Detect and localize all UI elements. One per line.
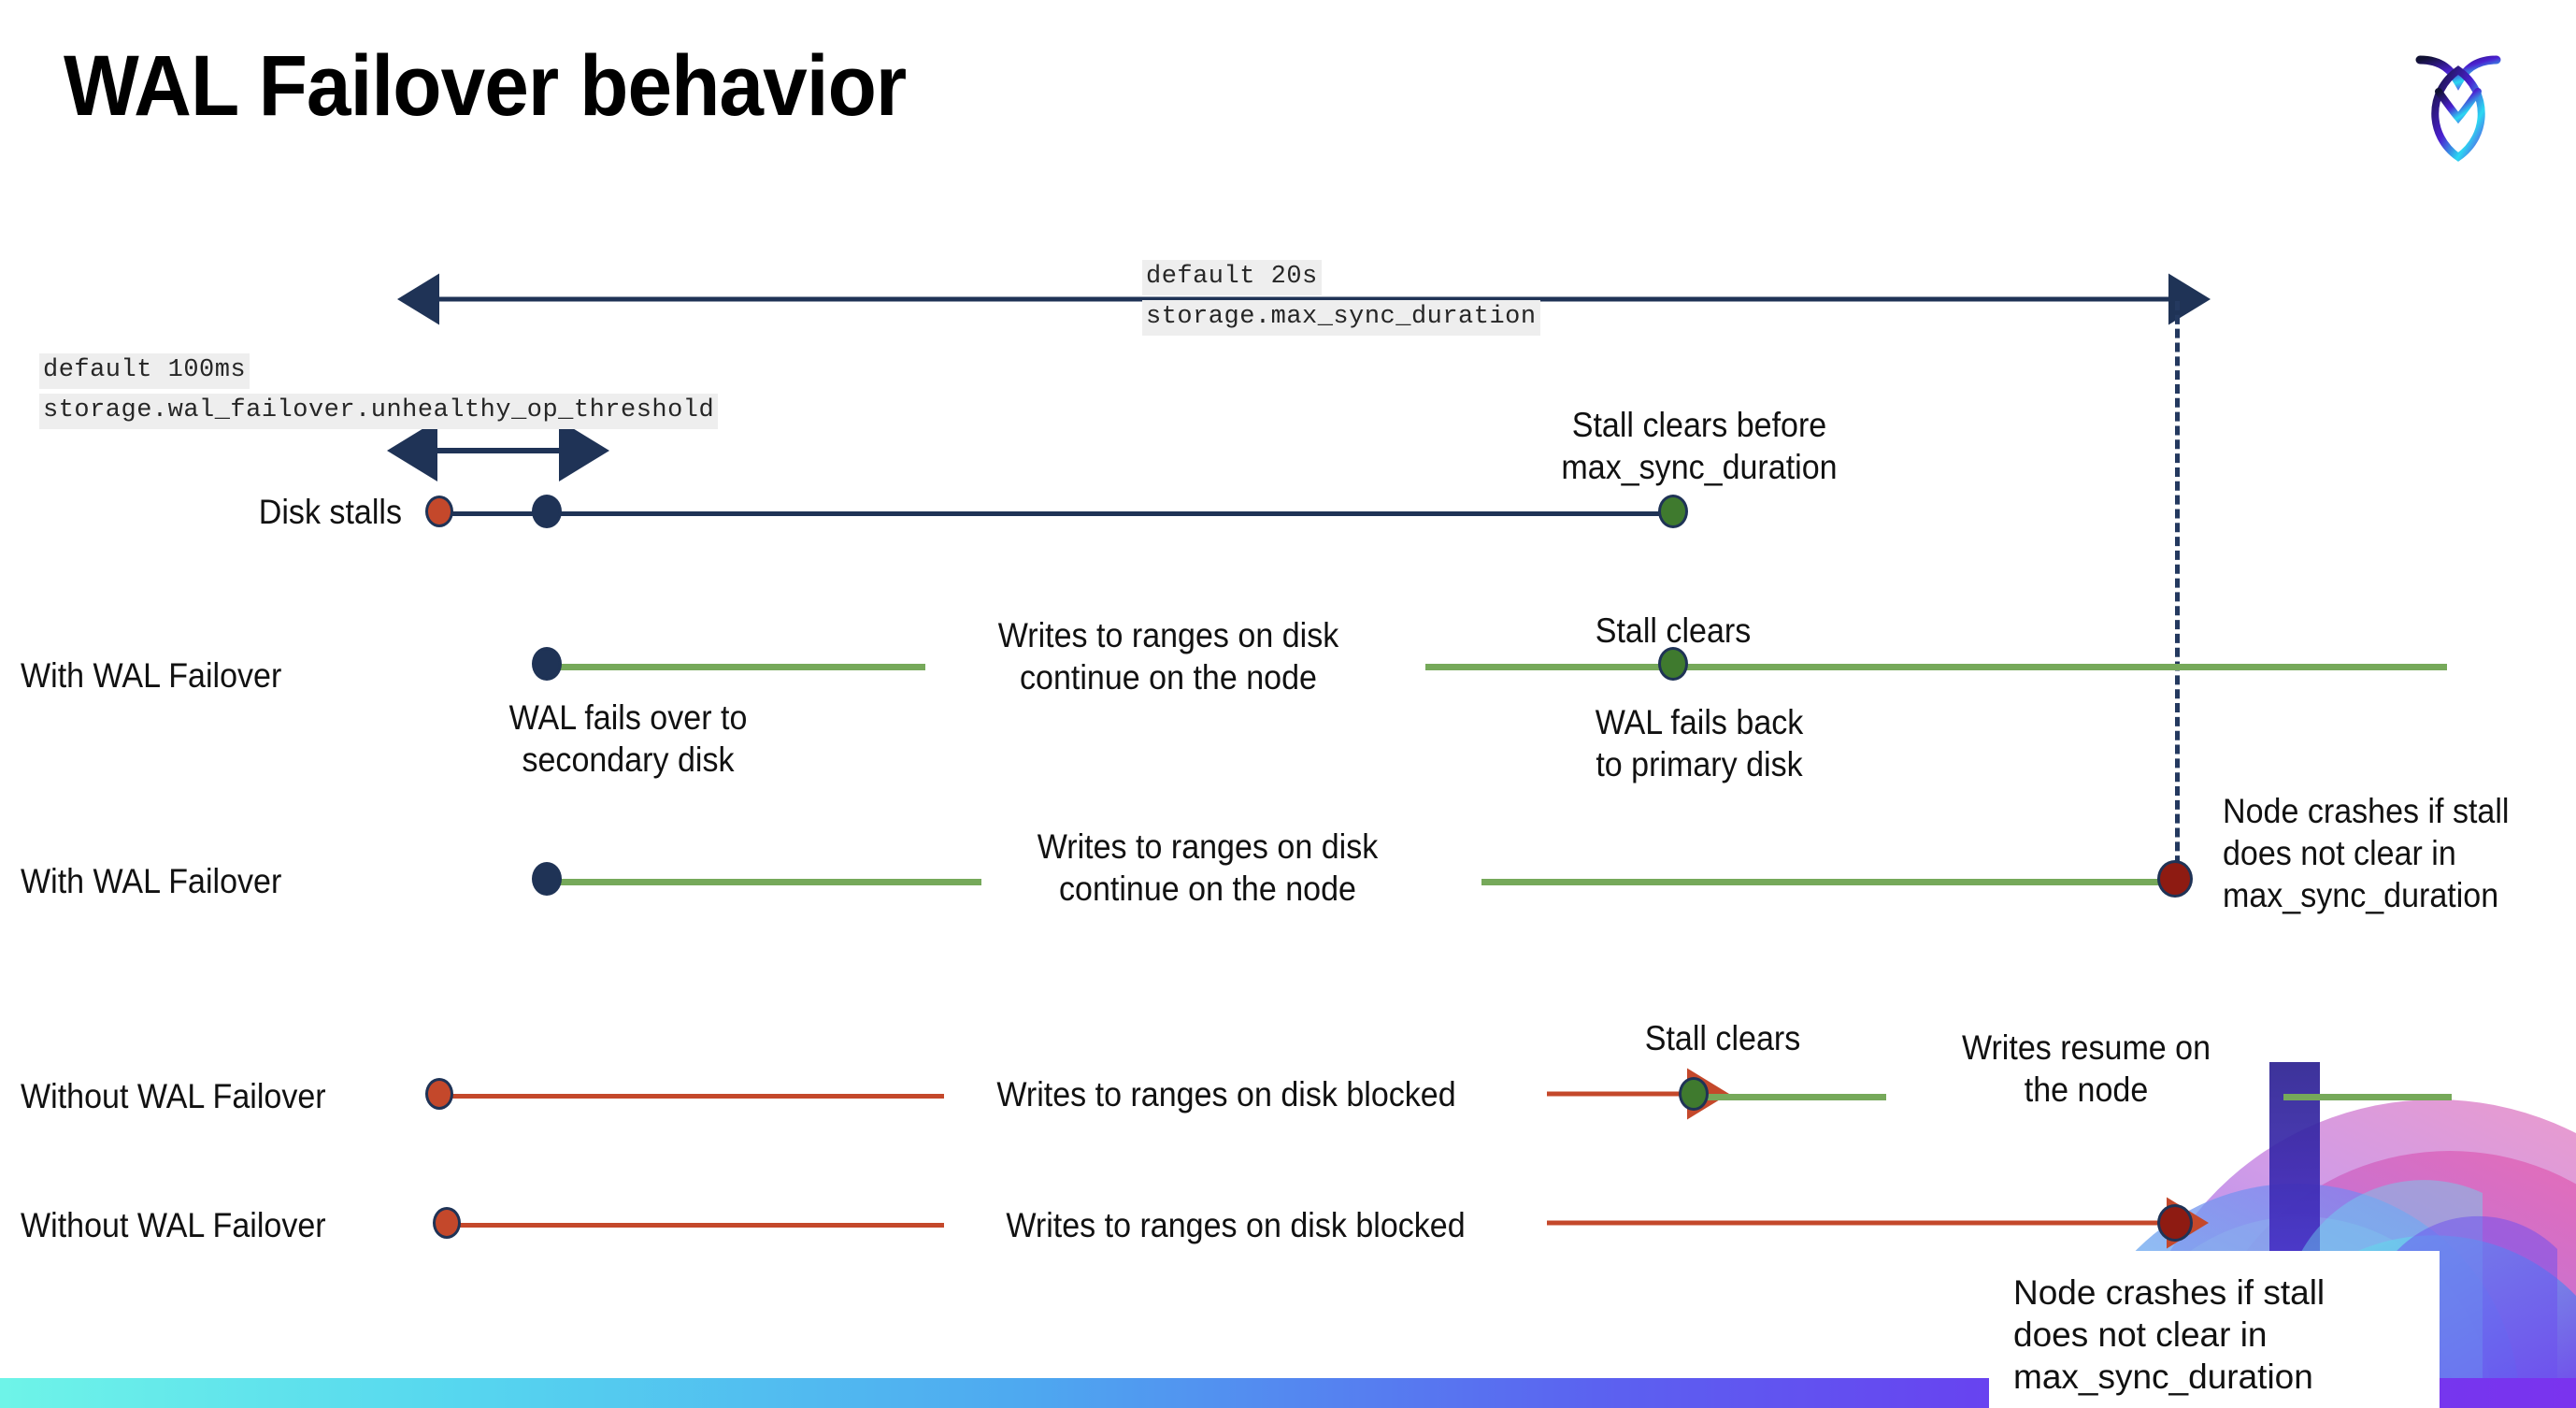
annotation-writes-resume: Writes resume on the node	[1961, 1028, 2211, 1110]
annotation-node-crashes-row5: Node crashes if stall does not clear in …	[1989, 1251, 2440, 1408]
annotation-writes-continue-row3: Writes to ranges on disk continue on the…	[1037, 827, 1379, 909]
row4-segment-b	[1699, 1094, 1886, 1100]
unhealthy-threshold-default-chip-v: default 100ms	[39, 353, 250, 389]
row2-failover-dot	[532, 647, 562, 681]
max-sync-setting-chip: storage.max_sync_duration	[1142, 300, 1540, 336]
annotation-stall-clears-before-max-sync: Stall clears before max_sync_duration	[1561, 406, 1838, 487]
annotation-node-crashes-row3: Node crashes if stall does not clear in …	[2223, 792, 2510, 915]
disk-stalls-clear-dot	[1658, 495, 1688, 528]
max-sync-default-chip: default 20s	[1142, 260, 1322, 295]
annotation-stall-clears-row4: Stall clears	[1644, 1019, 1801, 1057]
annotation-wal-fails-over: WAL fails over to secondary disk	[508, 698, 748, 780]
disk-stalls-timeline	[439, 511, 1673, 516]
disk-stalls-start-dot	[425, 496, 453, 527]
row4-segment-a	[439, 1094, 944, 1099]
annotation-wal-fails-back: WAL fails back to primary disk	[1595, 703, 1804, 784]
annotation-writes-continue-row2: Writes to ranges on disk continue on the…	[997, 616, 1339, 697]
annotation-writes-blocked-row4: Writes to ranges on disk blocked	[996, 1075, 1456, 1113]
row2-stall-clear-dot	[1658, 647, 1688, 681]
row-label-with-wal-failover-2: With WAL Failover	[21, 862, 282, 900]
row4-segment-c	[2283, 1094, 2452, 1100]
row3-segment-b	[1481, 879, 2178, 885]
unhealthy-threshold-setting-chip: storage.wal_failover.unhealthy_op_thresh…	[39, 394, 719, 429]
annotation-writes-blocked-row5: Writes to ranges on disk blocked	[1006, 1206, 1466, 1244]
row5-segment-a	[439, 1223, 944, 1228]
row5-crash-dot	[2157, 1204, 2193, 1242]
row-label-disk-stalls: Disk stalls	[258, 493, 402, 531]
annotation-stall-clears-row2: Stall clears	[1595, 611, 1752, 650]
row3-crash-dot	[2157, 860, 2193, 898]
cockroachdb-logo-icon	[2415, 55, 2501, 162]
max-sync-deadline-dashed-line	[2175, 301, 2180, 879]
row4-start-dot	[425, 1078, 453, 1110]
page-title: WAL Failover behavior	[64, 38, 907, 134]
row5-start-dot	[433, 1207, 461, 1239]
row3-segment-a	[547, 879, 981, 885]
disk-stalls-failover-dot	[532, 495, 562, 528]
row-label-with-wal-failover-1: With WAL Failover	[21, 656, 282, 695]
row2-segment-b	[1425, 664, 2447, 670]
row3-failover-dot	[532, 862, 562, 896]
row-label-without-wal-failover-2: Without WAL Failover	[21, 1206, 326, 1244]
row-label-without-wal-failover-1: Without WAL Failover	[21, 1077, 326, 1115]
row2-segment-a	[547, 664, 925, 670]
row4-stall-clear-dot	[1679, 1077, 1709, 1111]
